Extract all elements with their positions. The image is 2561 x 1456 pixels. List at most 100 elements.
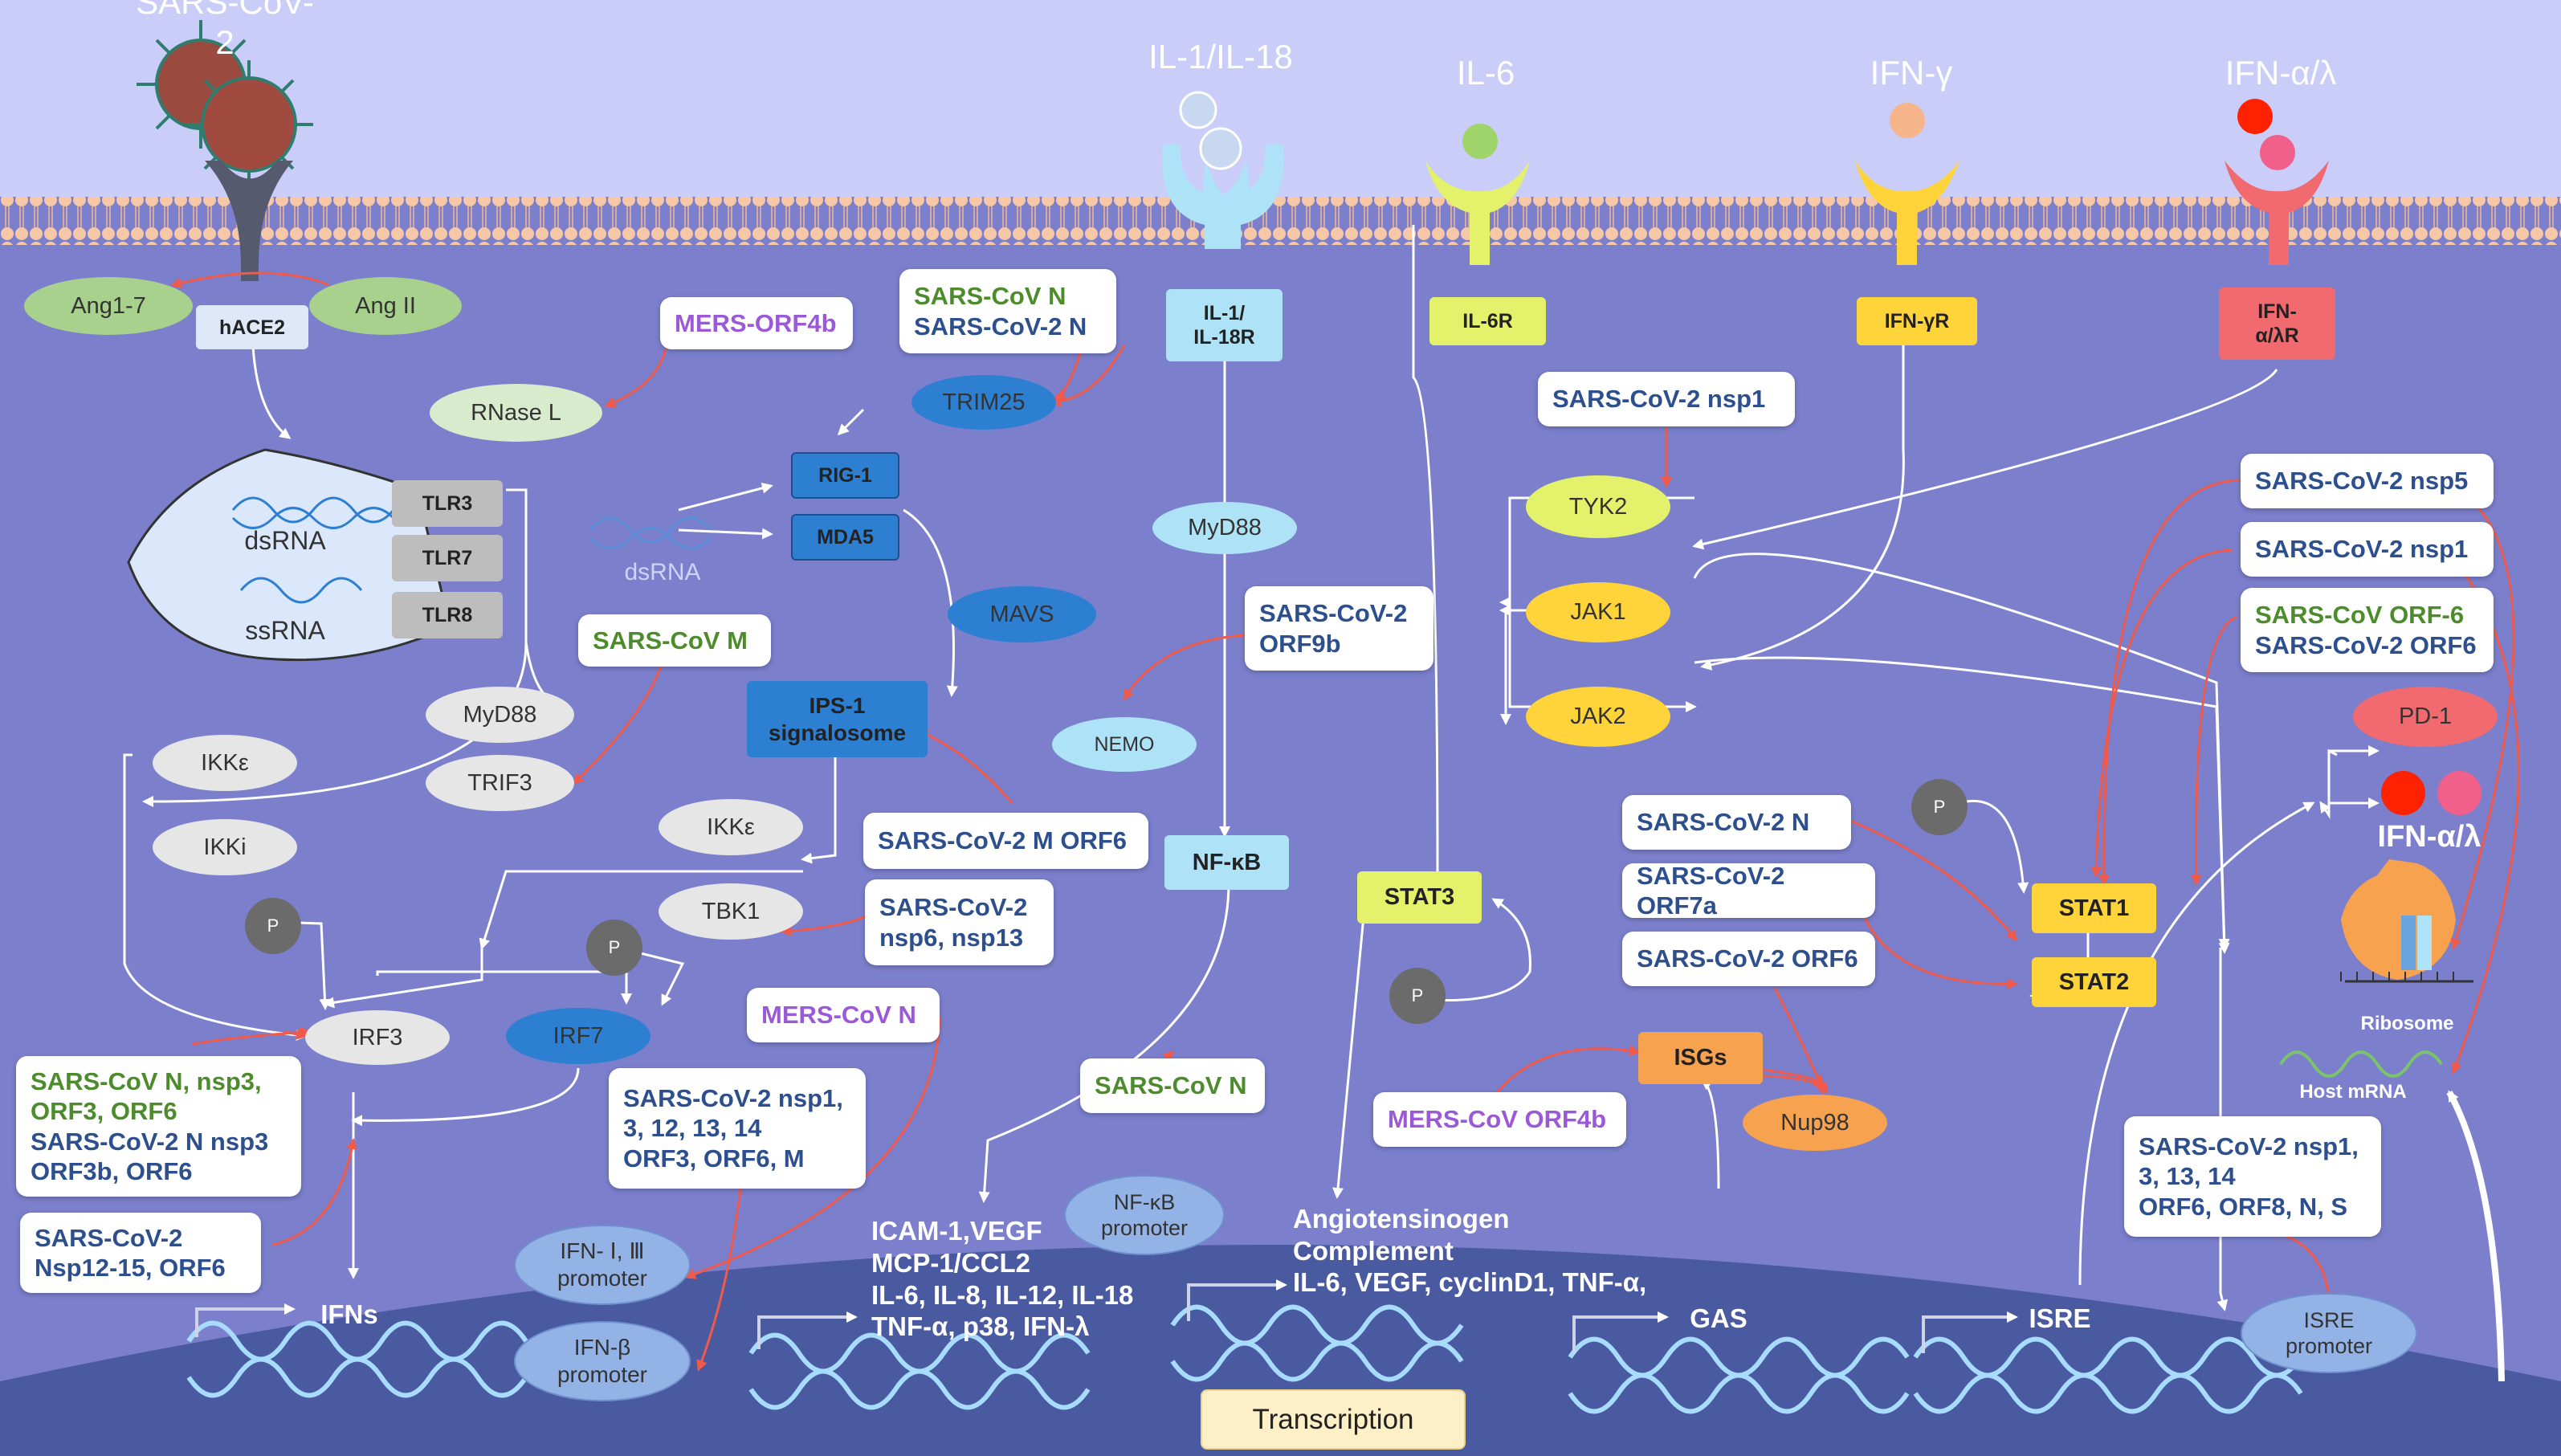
ifng-label: IFN-γ xyxy=(1870,53,1953,92)
myd88-mid-node: MyD88 xyxy=(1152,502,1297,554)
ifn-lambda-dot xyxy=(2437,771,2481,815)
sars-n-top-line1: SARS-CoV N xyxy=(914,282,1066,311)
il1-receptor xyxy=(1162,91,1284,249)
mers-orf4b-isg-box: MERS-CoV ORF4b xyxy=(1373,1092,1626,1147)
hace2-box: hACE2 xyxy=(196,305,308,349)
virus-particle xyxy=(137,20,313,189)
ifnalr-box: IFN- α/λR xyxy=(2219,288,2335,360)
mavs-node: MAVS xyxy=(948,586,1096,642)
tlr3-box: TLR3 xyxy=(392,480,503,527)
phospho-p-4: P xyxy=(1911,779,1968,835)
stat2-box: STAT2 xyxy=(2032,957,2156,1007)
nup98-node: Nup98 xyxy=(1743,1095,1887,1151)
ribosome-label: Ribosome xyxy=(2360,1012,2454,1034)
jak2-node: JAK2 xyxy=(1526,687,1670,747)
irf3-list-line1: SARS-CoV N, nsp3, ORF3, ORF6 xyxy=(31,1067,262,1126)
cytokines-label: ICAM-1,VEGF MCP-1/CCL2 IL-6, IL-8, IL-12… xyxy=(871,1216,1134,1342)
ikki-node: IKKi xyxy=(153,819,297,875)
mers-n-box: MERS-CoV N xyxy=(747,988,940,1042)
sars2-orf9b-box: SARS-CoV-2 ORF9b xyxy=(1245,586,1433,671)
phospho-p-1: P xyxy=(245,898,301,954)
sars2-nsp1-list-box: SARS-CoV-2 nsp1, 3, 12, 13, 14 ORF3, ORF… xyxy=(609,1068,866,1189)
host-mrna-label: Host mRNA xyxy=(2299,1080,2407,1103)
ifnal-receptor xyxy=(2225,99,2329,265)
il1r-box: IL-1/ IL-18R xyxy=(1166,289,1283,361)
sars2-nsp1-right-box: SARS-CoV-2 nsp1 xyxy=(2241,522,2494,577)
sars2-nsp6-13-box: SARS-CoV-2 nsp6, nsp13 xyxy=(865,879,1054,965)
sars-n-nfkb-box: SARS-CoV N xyxy=(1080,1058,1265,1113)
endosome-rna xyxy=(231,496,395,604)
gas-label: GAS xyxy=(1690,1303,1747,1334)
ang2-node: Ang II xyxy=(309,277,462,335)
jak1-node: JAK1 xyxy=(1526,582,1670,642)
ifnal-right-label: IFN-α/λ xyxy=(2377,819,2481,854)
sars2-nsp1-ribo-box: SARS-CoV-2 nsp1, 3, 13, 14 ORF6, ORF8, N… xyxy=(2124,1116,2381,1237)
mers-orf4b-top: MERS-ORF4b xyxy=(660,297,853,349)
ikke-mid-node: IKKε xyxy=(659,799,803,855)
ifngr-box: IFN-γR xyxy=(1857,297,1977,345)
ips1-box: IPS-1 signalosome xyxy=(747,681,928,757)
nfkb-box: NF-κB xyxy=(1164,835,1289,890)
nfkb-promoter: NF-κB promoter xyxy=(1064,1175,1225,1255)
angio-label: Angiotensinogen Complement IL-6, VEGF, c… xyxy=(1293,1204,1647,1298)
irf3-inhibitor-list: SARS-CoV N, nsp3, ORF3, ORF6 SARS-CoV-2 … xyxy=(16,1056,301,1197)
tss-arrows xyxy=(195,1279,2018,1353)
trif3-node: TRIF3 xyxy=(426,755,574,811)
ang17-node: Ang1-7 xyxy=(24,277,193,335)
rnasel-node: RNase L xyxy=(430,384,602,442)
sars2-nsp5-box: SARS-CoV-2 nsp5 xyxy=(2241,454,2494,508)
sars2-m-orf6-box: SARS-CoV-2 M ORF6 xyxy=(863,813,1148,869)
ifnal-label: IFN-α/λ xyxy=(2225,53,2337,92)
sars2-nsp1-tyk-box: SARS-CoV-2 nsp1 xyxy=(1538,372,1795,426)
sars2-orf6-mid-box: SARS-CoV-2 ORF6 xyxy=(1622,932,1875,986)
ssrna-endosome-label: ssRNA xyxy=(245,615,325,645)
ifn-alpha-dot xyxy=(2381,771,2425,815)
tlr7-box: TLR7 xyxy=(392,535,503,581)
virus-label: SARS-CoV-2 xyxy=(136,0,314,61)
sars-orf6-line2: SARS-CoV-2 ORF6 xyxy=(2255,630,2477,659)
ifn13-promoter: IFN- Ⅰ, Ⅲ promoter xyxy=(514,1225,691,1305)
pd1-node: PD-1 xyxy=(2353,687,2498,747)
tlr8-box: TLR8 xyxy=(392,592,503,638)
trim25-node: TRIM25 xyxy=(911,375,1056,430)
dsrna-endosome-label: dsRNA xyxy=(244,525,326,555)
transcription-label: Transcription xyxy=(1201,1389,1466,1450)
tbk1-node: TBK1 xyxy=(659,883,803,940)
host-mrna-wave xyxy=(2279,1050,2443,1078)
phospho-p-2: P xyxy=(586,920,642,976)
sars-orf6-box: SARS-CoV ORF-6 SARS-CoV-2 ORF6 xyxy=(2241,588,2494,672)
isgs-box: ISGs xyxy=(1638,1032,1763,1084)
stat1-box: STAT1 xyxy=(2032,883,2156,933)
ifnb-promoter: IFN-β promoter xyxy=(514,1321,691,1401)
irf7-node: IRF7 xyxy=(506,1008,650,1064)
phospho-p-3: P xyxy=(1389,968,1446,1024)
ifng-receptor xyxy=(1855,103,1959,265)
sars2-n-mid-box: SARS-CoV-2 N xyxy=(1622,795,1851,850)
isre-promoter: ISRE promoter xyxy=(2241,1293,2417,1373)
isre-label: ISRE xyxy=(2029,1303,2091,1334)
sars-m-box: SARS-CoV M xyxy=(578,614,771,667)
mda5-box: MDA5 xyxy=(791,514,899,561)
nemo-node: NEMO xyxy=(1052,717,1197,772)
sars-n-top-line2: SARS-CoV-2 N xyxy=(914,312,1087,341)
sars2-nsp12-box: SARS-CoV-2 Nsp12-15, ORF6 xyxy=(20,1213,261,1293)
ikke-left-node: IKKε xyxy=(153,735,297,791)
rig1-box: RIG-1 xyxy=(791,452,899,499)
tyk2-node: TYK2 xyxy=(1526,475,1670,538)
il1-label: IL-1/IL-18 xyxy=(1148,37,1293,75)
dsrna-free-label: dsRNA xyxy=(624,558,701,585)
free-dsrna xyxy=(589,516,712,549)
dna-helices xyxy=(186,1304,2303,1414)
il6-receptor xyxy=(1425,124,1530,265)
il6-label: IL-6 xyxy=(1456,53,1515,92)
stat3-box: STAT3 xyxy=(1357,871,1482,924)
ifns-label: IFNs xyxy=(320,1299,378,1330)
white-arrows xyxy=(123,225,2380,1311)
sars-orf6-line1: SARS-CoV ORF-6 xyxy=(2255,601,2465,630)
cell-membrane xyxy=(0,197,2561,245)
sars2-orf7a-box: SARS-CoV-2 ORF7a xyxy=(1622,862,1875,920)
myd88-left-node: MyD88 xyxy=(426,687,574,743)
hace2-receptor xyxy=(205,161,293,281)
